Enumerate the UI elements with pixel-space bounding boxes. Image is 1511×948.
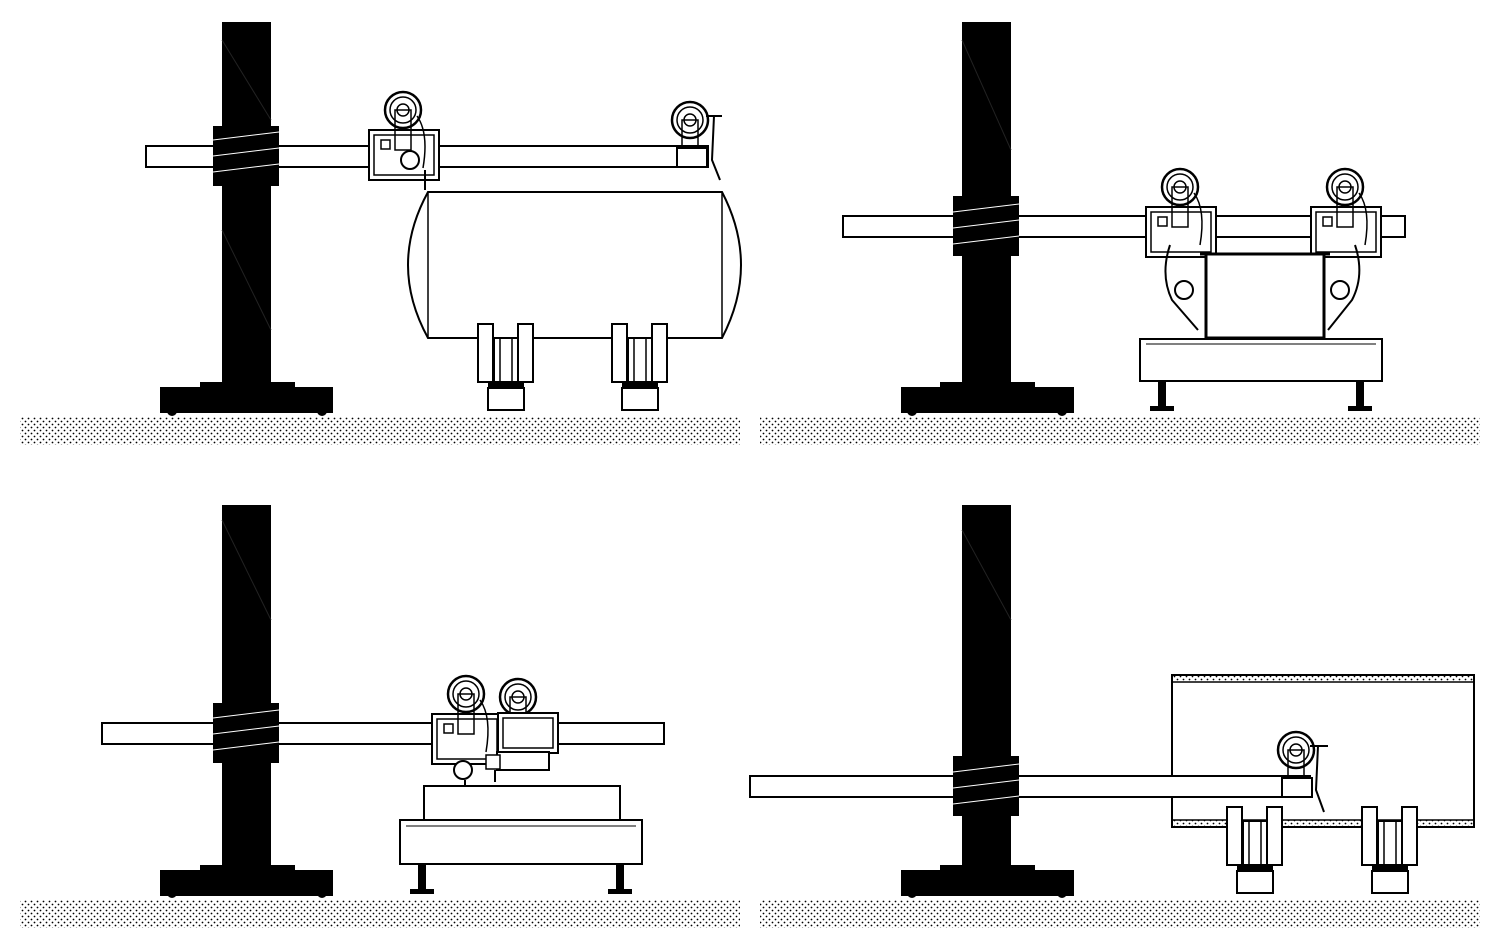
panel-1 (20, 22, 742, 445)
column-base (160, 382, 333, 416)
panel-2 (760, 22, 1480, 445)
welding-head-left (367, 90, 441, 190)
tank-workpiece (407, 191, 742, 339)
column-mast (221, 505, 272, 867)
welding-head-right (1309, 167, 1383, 331)
welding-head (1276, 730, 1328, 813)
boom-arm (101, 722, 665, 745)
column-base (901, 382, 1074, 416)
boom-carriage (212, 703, 280, 763)
boom-carriage (952, 196, 1020, 256)
boom-arm (749, 775, 1311, 798)
ground-floor (20, 417, 740, 445)
column-base (901, 865, 1074, 898)
ground-floor (760, 417, 1480, 445)
panel-4 (749, 505, 1480, 928)
column-mast (221, 22, 272, 384)
work-table (1139, 338, 1383, 411)
panel-3 (20, 505, 740, 928)
welding-head-right (670, 100, 722, 181)
block-workpiece (423, 785, 621, 821)
welding-head-left (430, 674, 504, 790)
boom-carriage (212, 126, 280, 186)
column-base (160, 865, 333, 898)
ground-floor (760, 900, 1480, 928)
welding-head-left (1144, 167, 1218, 331)
pipe-workpiece (1171, 674, 1475, 828)
box-beam-workpiece (1200, 252, 1330, 340)
work-table (399, 819, 643, 894)
boom-carriage (952, 756, 1020, 816)
welding-head-right (485, 677, 559, 782)
ground-floor (20, 900, 740, 928)
